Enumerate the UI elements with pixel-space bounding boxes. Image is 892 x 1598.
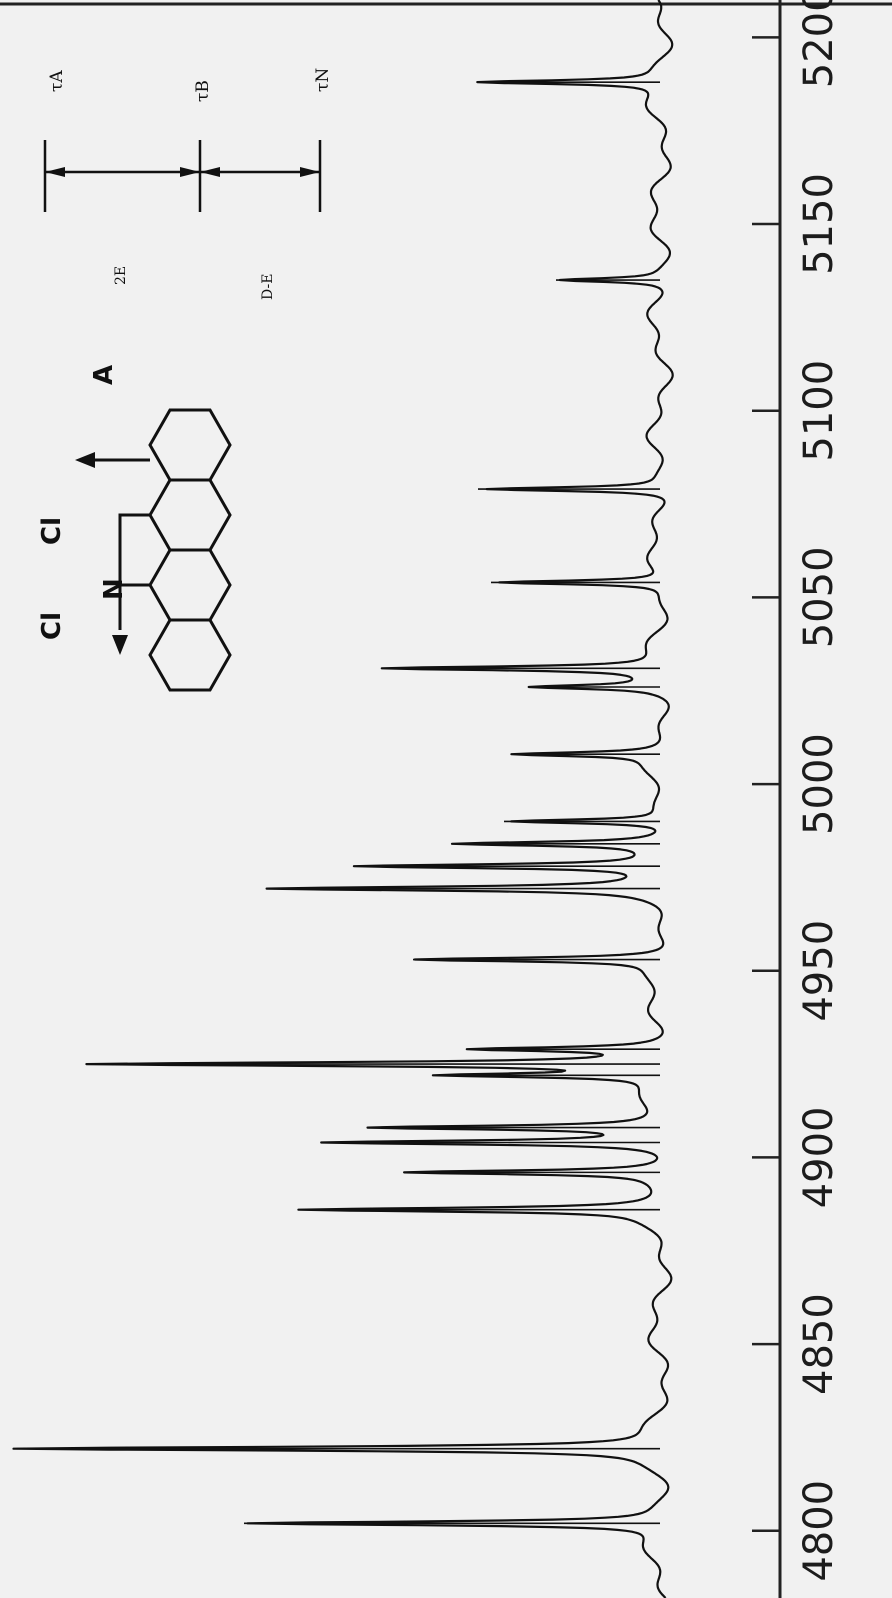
x-tick-label-4: 5000 — [796, 733, 842, 835]
tau-labels: τA τB τN 2E D-E — [47, 68, 333, 300]
x-tick-label-1: 4850 — [796, 1293, 842, 1395]
x-tick-label-2: 4900 — [796, 1107, 842, 1209]
label-cl-right: Cl — [37, 517, 67, 545]
spectrum-trace — [12, 0, 674, 1598]
x-axis-ticks: 4800 4850 4900 4950 5000 5050 5100 5150 5200 — [752, 0, 842, 1582]
x-tick-label-5: 5050 — [796, 546, 842, 648]
x-tick-label-3: 4950 — [796, 920, 842, 1022]
label-d-e: D-E — [260, 274, 276, 300]
x-tick-label-0: 4800 — [796, 1480, 842, 1582]
arrow-a-head — [75, 452, 95, 468]
tau-a-label: τA — [47, 70, 67, 92]
label-n: N — [99, 578, 129, 600]
x-tick-label-8: 5200 — [796, 0, 842, 88]
x-tick-label-6: 5100 — [796, 360, 842, 462]
arrow-top-head — [112, 635, 128, 655]
molecule-structure — [75, 408, 232, 692]
molecule-rings — [118, 408, 232, 692]
tau-b-label: τB — [193, 80, 213, 102]
tau-n-label: τN — [313, 68, 333, 92]
tau-diagram — [43, 140, 322, 212]
x-tick-label-7: 5150 — [796, 173, 842, 275]
label-cl-left: Cl — [37, 612, 67, 640]
label-arrow-a: A — [89, 365, 119, 385]
structure-labels: Cl Cl N A — [37, 365, 129, 640]
label-2e: 2E — [113, 266, 129, 285]
spectrum-peaks — [16, 81, 660, 1525]
